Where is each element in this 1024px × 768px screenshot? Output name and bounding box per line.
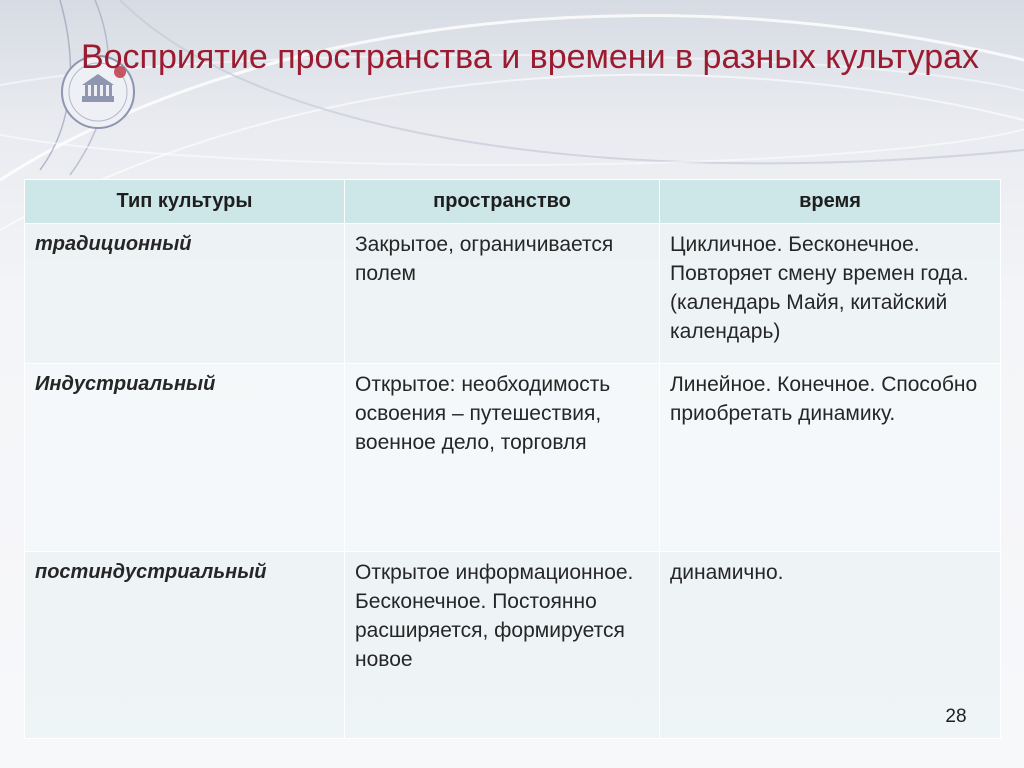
time-cell: Линейное. Конечное. Способно приобретать… xyxy=(659,363,1001,552)
culture-type-cell: постиндустриальный xyxy=(24,551,345,739)
table-header-row: Тип культуры пространство время xyxy=(24,179,1001,224)
culture-table: Тип культуры пространство время традицио… xyxy=(24,179,1001,739)
header-time: время xyxy=(659,179,1001,224)
space-cell: Открытое: необходимость освоения – путеш… xyxy=(344,363,660,552)
time-cell: динамично. xyxy=(659,551,1001,739)
table-row: Индустриальный Открытое: необходимость о… xyxy=(24,363,1001,552)
time-cell: Цикличное. Бесконечное. Повторяет смену … xyxy=(659,223,1001,364)
space-cell: Открытое информационное. Бесконечное. По… xyxy=(344,551,660,739)
space-cell: Закрытое, ограничивается полем xyxy=(344,223,660,364)
culture-type-cell: Индустриальный xyxy=(24,363,345,552)
table-row: постиндустриальный Открытое информационн… xyxy=(24,551,1001,739)
culture-type-cell: традиционный xyxy=(24,223,345,364)
header-space: пространство xyxy=(344,179,660,224)
university-logo xyxy=(61,55,135,129)
table-row: традиционный Закрытое, ограничивается по… xyxy=(24,223,1001,364)
page-number: 28 xyxy=(945,706,967,727)
slide-title: Восприятие пространства и времени в разн… xyxy=(80,38,980,76)
header-culture-type: Тип культуры xyxy=(24,179,345,224)
